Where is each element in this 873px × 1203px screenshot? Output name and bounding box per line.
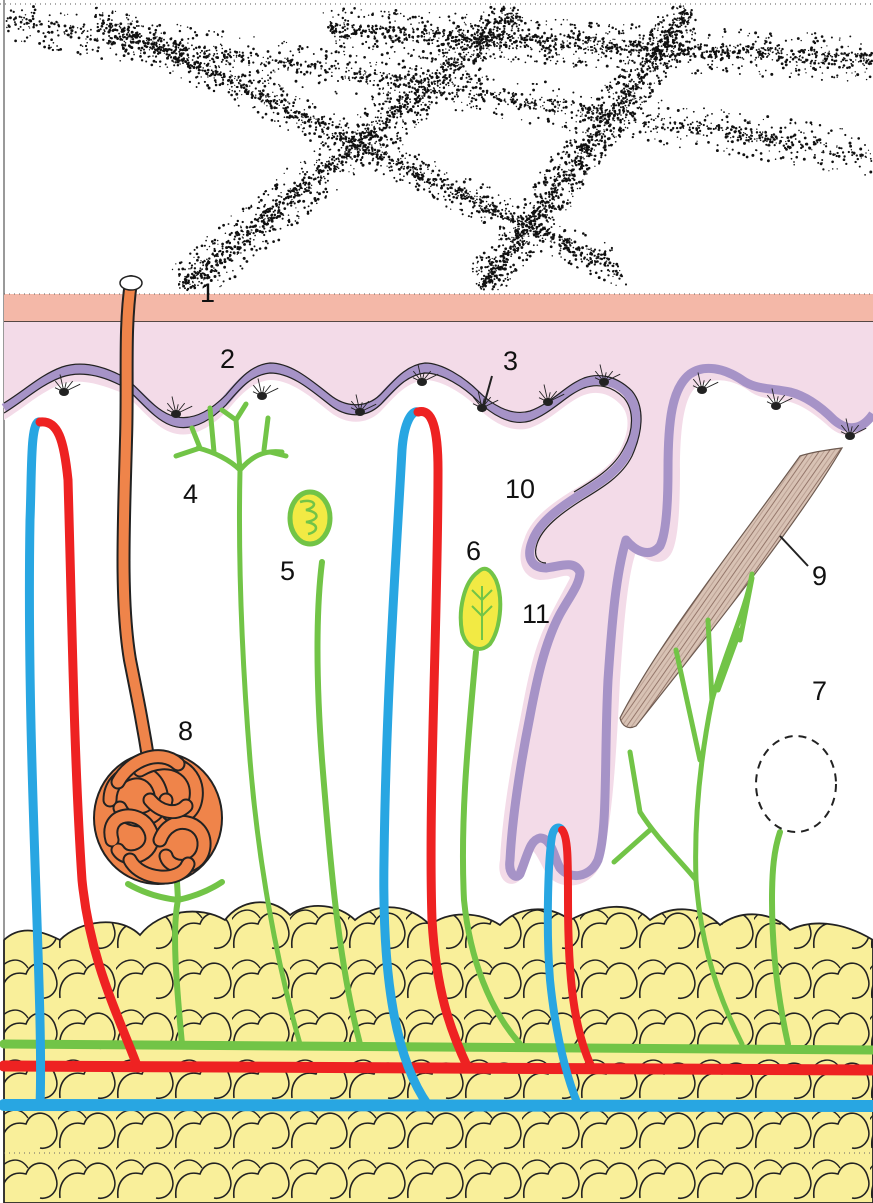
- skin-surface-texture: [6, 5, 873, 291]
- label-7: 7: [812, 676, 827, 706]
- vein-trunk: [4, 1105, 873, 1106]
- label-8: 8: [178, 716, 193, 746]
- leader-line-9: [780, 536, 808, 566]
- label-5: 5: [280, 556, 295, 586]
- label-9: 9: [812, 561, 827, 591]
- label-1: 1: [200, 278, 215, 308]
- sweat-gland: [94, 752, 222, 884]
- missing-receptor-outline: [756, 736, 836, 832]
- ruffini-ending: [461, 569, 500, 649]
- label-6: 6: [466, 536, 481, 566]
- label-3: 3: [503, 346, 518, 376]
- label-4: 4: [183, 479, 198, 509]
- label-10: 10: [505, 474, 535, 504]
- sweat-pore: [120, 276, 142, 290]
- label-11: 11: [522, 599, 550, 629]
- label-2: 2: [220, 344, 235, 374]
